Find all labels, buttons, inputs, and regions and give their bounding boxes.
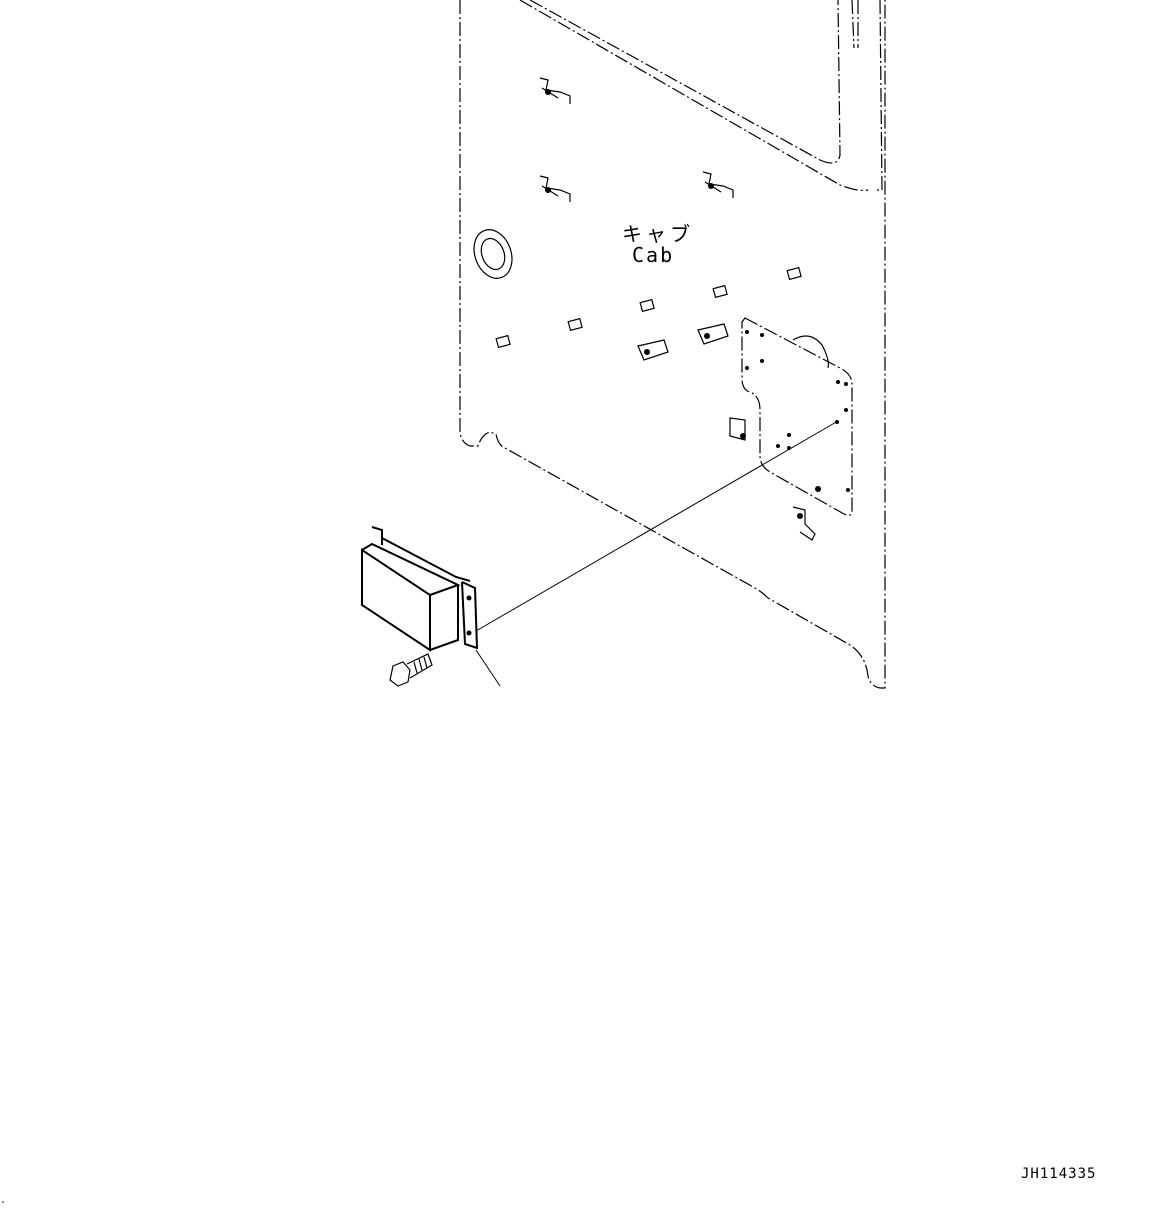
mounting-plate bbox=[729, 317, 853, 541]
cab-panel bbox=[459, 0, 886, 689]
controller-box bbox=[361, 526, 479, 652]
leader-line bbox=[475, 420, 839, 632]
leader-line-callout bbox=[475, 649, 501, 687]
assembly-label-en: Cab bbox=[632, 243, 675, 267]
assembly-label-jp: キャブ bbox=[622, 222, 694, 246]
clip-icons bbox=[495, 77, 802, 361]
flange-bolt-icon bbox=[389, 653, 433, 687]
drawing-id: JH114335 bbox=[1021, 1166, 1097, 1182]
